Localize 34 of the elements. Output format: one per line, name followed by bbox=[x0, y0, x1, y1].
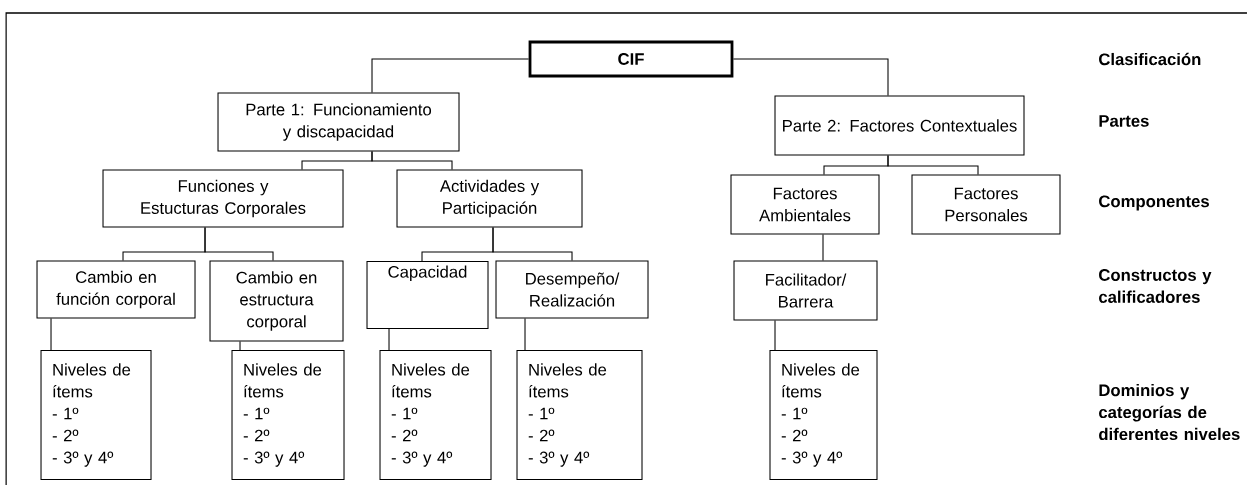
list-box: Niveles de ítems - 1º - 2º - 3º y 4º bbox=[516, 350, 643, 481]
root-box: CIF bbox=[528, 40, 734, 78]
list-box: Niveles de ítems - 1º - 2º - 3º y 4º bbox=[40, 350, 152, 481]
connector-line bbox=[239, 341, 241, 351]
connector-line bbox=[50, 318, 52, 351]
level-label: Componentes bbox=[1099, 195, 1209, 211]
category-box: Factores Personales bbox=[911, 174, 1061, 235]
category-box: Desempeño/ Realización bbox=[495, 260, 649, 319]
category-box: Factores Ambientales bbox=[730, 174, 880, 235]
connector-line bbox=[388, 328, 390, 351]
level-label: Clasificación bbox=[1099, 52, 1201, 66]
level-label: Constructos y calificadores bbox=[1099, 269, 1212, 303]
list-box: Niveles de ítems - 1º - 2º - 3º y 4º bbox=[379, 350, 492, 481]
category-box: Facilitador/ Barrera bbox=[733, 260, 878, 321]
connector-line bbox=[204, 227, 274, 261]
list-box: Niveles de ítems - 1º - 2º - 3º y 4º bbox=[769, 350, 878, 481]
connector-line bbox=[774, 320, 776, 351]
level-label: Dominios y categorías de diferentes niveles bbox=[1099, 383, 1240, 441]
connector-line bbox=[371, 58, 530, 93]
level-label: Partes bbox=[1099, 115, 1149, 127]
connector-line bbox=[492, 227, 573, 261]
category-box: Cambio en función corporal bbox=[36, 260, 196, 319]
category-box: Actividades y Participación bbox=[396, 169, 583, 228]
connector-line bbox=[887, 155, 979, 175]
category-box: Capacidad bbox=[366, 261, 489, 330]
connector-line bbox=[822, 234, 824, 261]
connector-line bbox=[732, 58, 889, 96]
connector-line bbox=[371, 151, 453, 170]
category-box: Funciones y Estucturas Corporales bbox=[102, 169, 344, 228]
list-box: Niveles de ítems - 1º - 2º - 3º y 4º bbox=[231, 350, 345, 481]
category-box: Cambio en estructura corporal bbox=[209, 260, 344, 342]
category-box: Parte 2: Factores Contextuales bbox=[774, 95, 1025, 156]
category-box: Parte 1: Funcionamiento y discapacidad bbox=[217, 92, 460, 152]
connector-line bbox=[524, 318, 526, 351]
